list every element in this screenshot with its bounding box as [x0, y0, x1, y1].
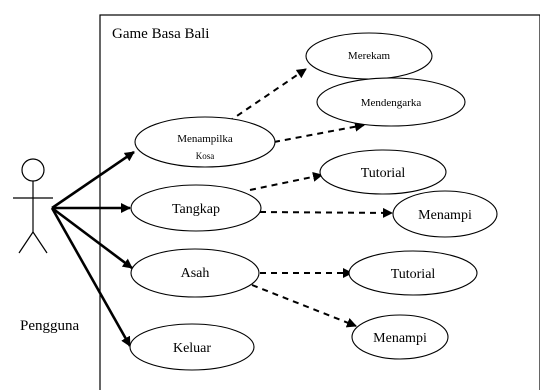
use-case-keluar: Keluar	[129, 323, 255, 371]
actor-stick-figure	[13, 158, 53, 254]
association-asah	[51, 206, 133, 270]
association-keluar	[50, 207, 132, 347]
actor-label: Pengguna	[20, 318, 80, 334]
use-case-menampilkan-tangkap: Menampi	[392, 190, 498, 238]
system-boundary	[99, 14, 540, 390]
use-case-tangkap-label: Tangkap	[172, 202, 220, 217]
relation-merekam	[227, 68, 307, 123]
relation-menampilkan-asah	[251, 284, 357, 328]
use-case-mendengarkan-label: Mendengarka	[361, 97, 422, 109]
use-case-asah: Asah	[130, 248, 260, 298]
relation-tutorial-tangkap	[249, 171, 323, 191]
use-case-merekam: Merekam	[305, 32, 433, 80]
use-case-menampilkan-asah-label: Menampi	[373, 331, 427, 346]
system-title: Game Basa Bali	[112, 26, 209, 42]
use-case-menampilkan-label: Menampilka	[177, 133, 233, 145]
association-menampilkan	[51, 150, 135, 210]
use-case-menampilkan-asah: Menampi	[351, 314, 449, 360]
use-case-menampilkan-label-2: Kosa	[196, 151, 215, 161]
relation-mendengarkan	[273, 121, 365, 143]
use-case-mendengarkan: Mendengarka	[316, 77, 466, 127]
use-case-merekam-label: Merekam	[348, 50, 391, 62]
use-case-keluar-label: Keluar	[173, 341, 211, 356]
use-case-tangkap: Tangkap	[130, 184, 262, 232]
use-case-menampilkan: Menampilka Kosa	[134, 116, 276, 168]
use-case-tutorial-asah-label: Tutorial	[391, 267, 436, 282]
use-case-tutorial-asah: Tutorial	[348, 250, 478, 296]
use-case-menampilkan-tangkap-label: Menampi	[418, 208, 472, 223]
use-case-asah-label: Asah	[181, 266, 210, 281]
use-case-tutorial-tangkap-label: Tutorial	[361, 166, 406, 181]
use-case-tutorial-tangkap: Tutorial	[319, 149, 447, 195]
relation-menampilkan-tangkap	[259, 207, 393, 218]
